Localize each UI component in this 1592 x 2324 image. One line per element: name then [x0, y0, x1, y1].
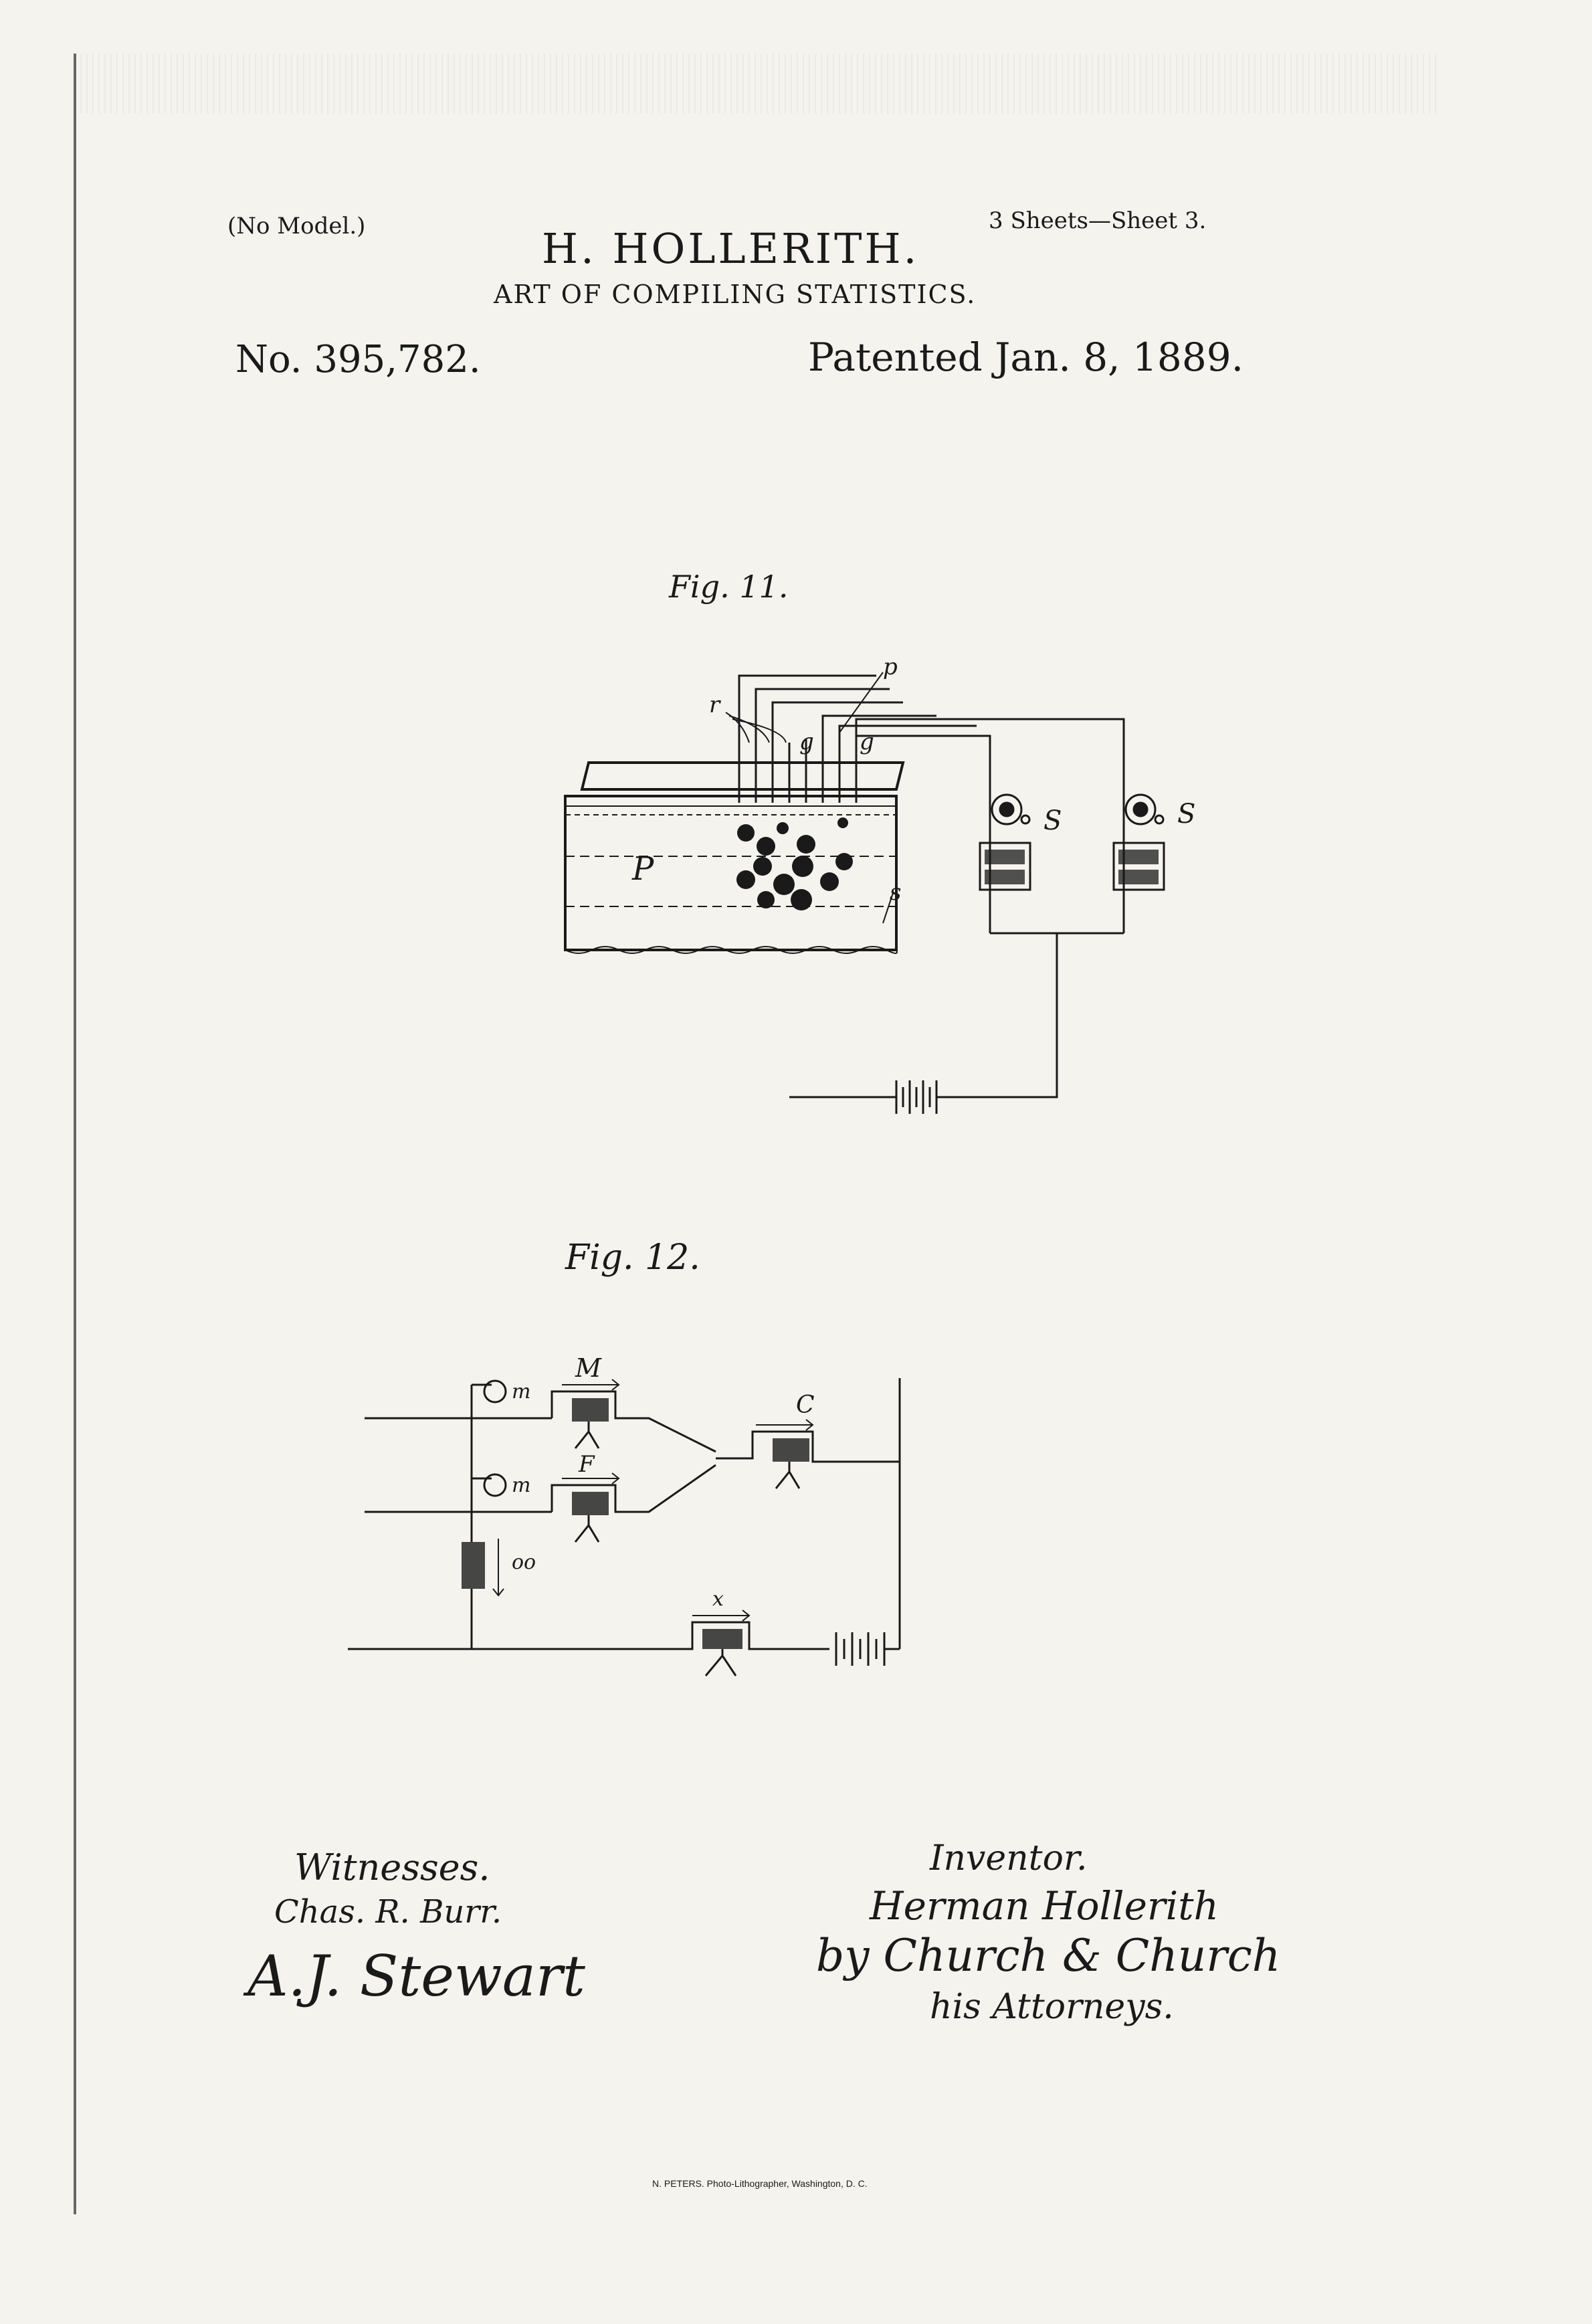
inventor-signature: Herman Hollerith — [870, 1883, 1219, 1929]
inventor-heading: Inventor. — [930, 1838, 1088, 1878]
label-P: P — [631, 850, 654, 888]
sounder-left — [979, 793, 1031, 891]
card-holes — [736, 817, 853, 910]
label-g-2: g — [860, 729, 874, 755]
magnet-C — [756, 1419, 814, 1489]
fig-12-caption: Fig. 12. — [565, 1238, 700, 1278]
label-r: r — [709, 692, 721, 718]
meter-m-bottom — [483, 1473, 507, 1497]
fig-11-caption: Fig. 11. — [669, 569, 789, 605]
patent-title: ART OF COMPILING STATISTICS. — [494, 280, 977, 309]
label-S-left: S — [1043, 805, 1062, 836]
label-F: F — [578, 1451, 595, 1478]
witness-2-signature: A.J. Stewart — [247, 1943, 585, 2009]
sheet-count-label: 3 Sheets—Sheet 3. — [989, 207, 1207, 234]
patent-date: Patented Jan. 8, 1889. — [808, 334, 1244, 380]
fig-11-leaders — [725, 672, 894, 924]
label-M: M — [575, 1353, 602, 1383]
fig-11-wires — [738, 674, 1125, 1114]
label-s: s — [890, 879, 901, 906]
scan-top-noise — [80, 54, 1438, 114]
contact-bar — [580, 761, 905, 791]
contact-pins — [738, 729, 858, 803]
magnet-x — [692, 1610, 751, 1676]
label-p: p — [883, 654, 898, 680]
label-g-1: g — [799, 729, 814, 755]
scan-left-edge — [74, 54, 76, 2214]
magnet-M — [562, 1379, 620, 1449]
label-oo: oo — [512, 1551, 536, 1574]
fig-12-wires — [348, 1378, 901, 1666]
label-S-right: S — [1177, 799, 1195, 830]
magnet-F — [562, 1472, 620, 1543]
counter-oo — [462, 1539, 504, 1597]
witnesses-heading: Witnesses. — [294, 1846, 490, 1889]
fig-12-diagram: M m m F C oo x — [348, 1353, 901, 1676]
label-x: x — [712, 1587, 724, 1611]
no-model-label: (No Model.) — [227, 213, 366, 239]
label-m-top: m — [512, 1380, 530, 1403]
attorneys-label: his Attorneys. — [930, 1987, 1174, 2027]
inventor-name-heading: H. HOLLERITH. — [542, 224, 920, 273]
label-m-bottom: m — [512, 1474, 530, 1497]
fig-11-diagram: r p g g P s S S — [564, 654, 1195, 1114]
punched-card — [564, 795, 898, 951]
patent-number: No. 395,782. — [235, 338, 481, 381]
attorneys-signature: by Church & Church — [816, 1930, 1281, 1981]
label-C: C — [796, 1391, 815, 1419]
printer-credit: N. PETERS. Photo-Lithographer, Washingto… — [652, 2178, 868, 2189]
witness-1-signature: Chas. R. Burr. — [274, 1893, 502, 1931]
sounder-right — [1112, 793, 1165, 891]
meter-m-top — [483, 1379, 507, 1403]
